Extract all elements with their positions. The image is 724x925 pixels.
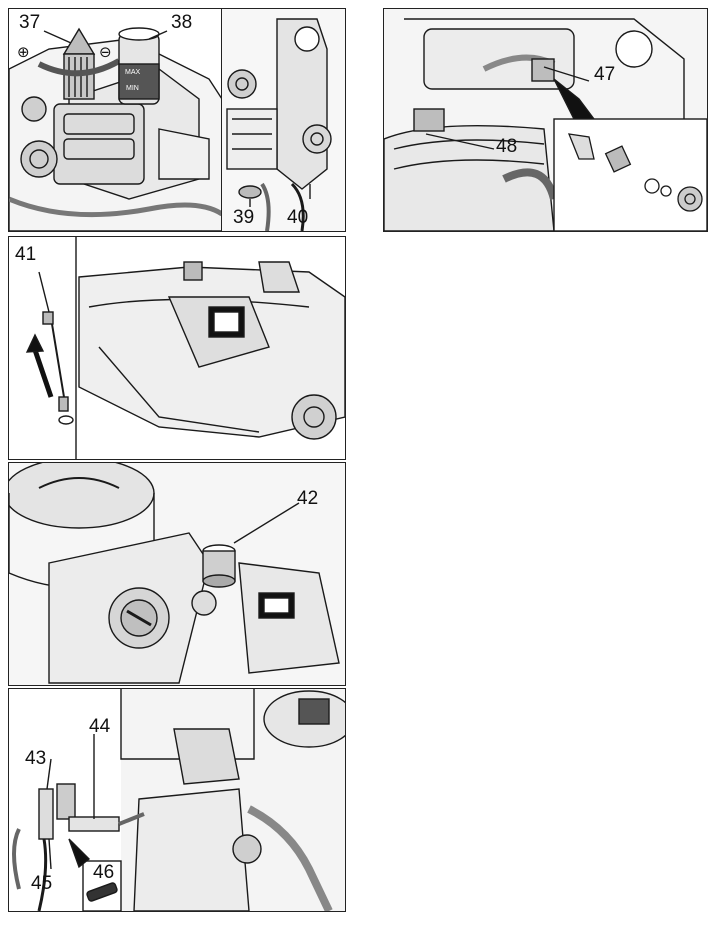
callout-43: 43: [25, 748, 47, 769]
callout-42: 42: [297, 488, 319, 509]
callout-44: 44: [89, 716, 111, 737]
callout-46: 46: [93, 862, 115, 883]
callout-41: 41: [15, 244, 37, 265]
pump-knob-illustration: [9, 27, 222, 231]
gauge-min-label: MIN: [126, 85, 139, 92]
callout-38: 38: [171, 12, 193, 33]
panel-inlet-filter: 47 48: [383, 8, 708, 232]
panel-fuel-filter: 43 44 45 46: [8, 688, 346, 912]
callout-40: 40: [287, 207, 309, 228]
callout-37: 37: [19, 12, 41, 33]
manifold-illustration: [222, 9, 345, 231]
filter-parts-inset: [567, 133, 703, 212]
panel-manifold: 39 40: [221, 8, 346, 232]
panel-rod: 41: [8, 236, 346, 460]
callout-45: 45: [31, 873, 53, 894]
gauge-max-label: MAX: [125, 69, 141, 76]
panel-tank-cap: 42: [8, 462, 346, 686]
fuel-filter-illustration: [12, 689, 345, 911]
panel-pump-knob: 37 38 ⊕ ⊖ MAX MIN: [8, 8, 223, 232]
callout-47: 47: [594, 64, 616, 85]
callout-39: 39: [233, 207, 255, 228]
rod-illustration: [25, 237, 345, 459]
callout-48: 48: [496, 136, 518, 157]
inlet-filter-illustration: [384, 9, 707, 231]
minus-rotation-icon: ⊖: [99, 43, 112, 61]
tank-cap-illustration: [9, 463, 345, 685]
plus-rotation-icon: ⊕: [17, 43, 30, 61]
